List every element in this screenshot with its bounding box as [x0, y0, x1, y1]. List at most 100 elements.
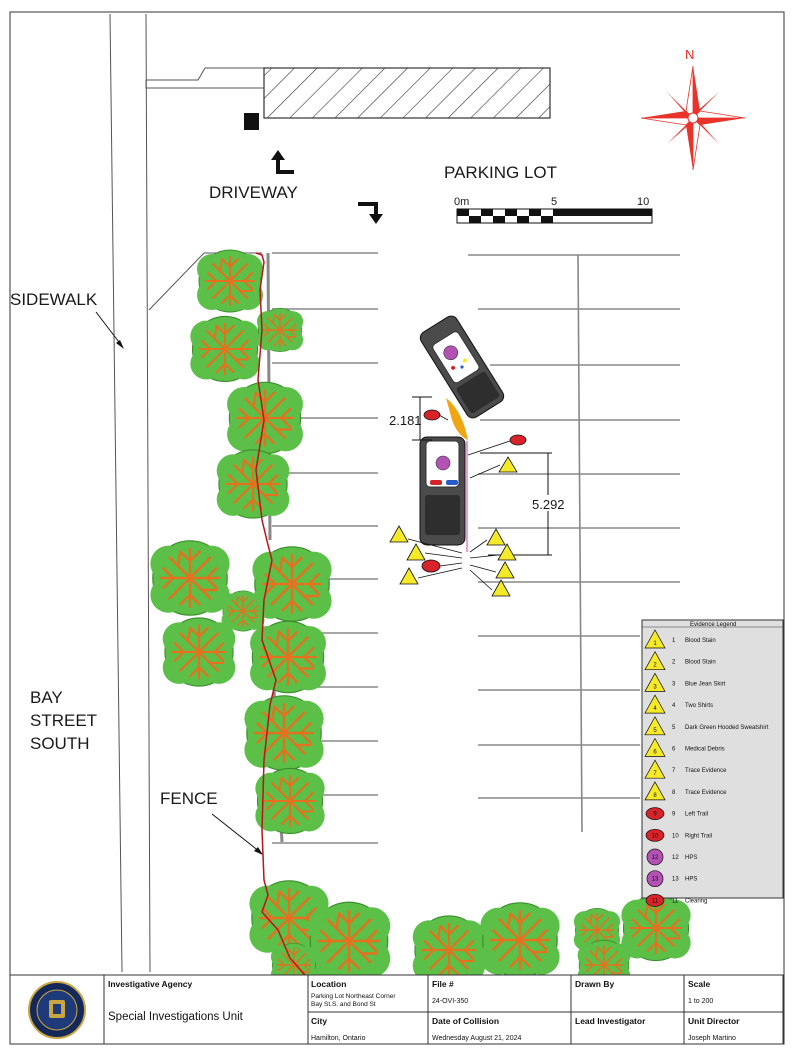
measurement-car-to-marker: 5.292: [480, 452, 570, 556]
legend-marker-label: 5: [653, 728, 657, 734]
building: [145, 67, 551, 130]
legend-marker-label: 9: [653, 812, 657, 818]
agency-title: Investigative Agency: [108, 979, 193, 989]
legend-item-label: HPS: [685, 855, 697, 861]
hatched-structure: [263, 67, 551, 119]
legend-item-number: 8: [672, 790, 676, 796]
date-title: Date of Collision: [432, 1016, 499, 1026]
legend-marker-12: [646, 848, 664, 866]
file-value: 24-OVI-350: [432, 998, 468, 1005]
legend-item-label: Right Trail: [685, 833, 712, 839]
vehicle-upper: [419, 315, 505, 419]
scene-marker-1: [486, 528, 506, 546]
fence-line: [255, 252, 321, 986]
legend-item-number: 7: [672, 768, 676, 774]
legend-item-number: 6: [672, 747, 676, 753]
orange-stain: [446, 398, 468, 440]
measurement-car-gap: 2.181: [389, 396, 432, 441]
legend-title: Evidence Legend: [690, 622, 736, 628]
scene-marker-9: [423, 409, 441, 421]
scale-value: 1 to 200: [688, 998, 713, 1005]
legend-marker-7: [644, 759, 666, 779]
agency-seal: [28, 981, 86, 1039]
legend-item-label: HPS: [685, 877, 697, 883]
legend-marker-label: 2: [653, 663, 657, 669]
legend-item-number: 1: [672, 638, 676, 644]
scale-tick-5: 5: [551, 196, 557, 208]
scale-bar: 0m 5 10: [454, 196, 653, 224]
north-compass: [640, 65, 746, 171]
unit-director-value: Joseph Martino: [688, 1035, 736, 1042]
legend-marker-label: 13: [652, 877, 659, 883]
scene-evidence-markers: [389, 409, 527, 597]
legend-marker-9: [645, 807, 665, 820]
street-label-line3: SOUTH: [30, 734, 90, 753]
legend-item-label: Trace Evidence: [685, 790, 727, 796]
location-line1: Parking Lot Northeast Corner: [311, 993, 396, 1000]
legend-item-number: 12: [672, 855, 679, 861]
scale-tick-0: 0m: [454, 196, 469, 208]
legend-item: 12 12 HPS: [646, 848, 697, 866]
legend-item-label: Trace Evidence: [685, 768, 727, 774]
scene-marker-4: [495, 561, 515, 579]
city-title: City: [311, 1016, 327, 1026]
legend-marker-5: [644, 716, 666, 736]
legend-item-number: 11: [672, 898, 679, 904]
title-block: Investigative Agency Special Investigati…: [9, 974, 784, 1045]
scene-marker-8: [389, 525, 409, 543]
driveway-arrow-enter: [358, 202, 383, 224]
scale-title: Scale: [688, 979, 710, 989]
file-title: File #: [432, 979, 454, 989]
legend-marker-10: [645, 828, 665, 842]
drawn-by-title: Drawn By: [575, 979, 614, 989]
driveway-arrow-exit: [271, 150, 294, 174]
legend-item-number: 10: [672, 833, 679, 839]
scene-marker-3: [497, 543, 517, 561]
legend-marker-6: [644, 737, 666, 757]
legend-item: 6 6 Medical Debris: [644, 737, 725, 757]
measurement-car-gap-value: 2.181: [389, 413, 422, 428]
scene-marker-7: [498, 456, 518, 473]
sidewalk-leader: [95, 311, 123, 347]
fence-leader-arrowhead: [254, 847, 263, 855]
legend-item-number: 13: [672, 877, 679, 883]
legend-item-number: 5: [672, 725, 676, 731]
date-value: Wednesday August 21, 2024: [432, 1035, 521, 1042]
legend-marker-label: 4: [653, 706, 657, 712]
evidence-leaders: [407, 414, 511, 591]
legend-marker-label: 3: [653, 684, 657, 690]
legend-marker-label: 10: [652, 833, 659, 839]
legend-marker-3: [644, 672, 666, 692]
north-label: N: [685, 47, 694, 62]
lead-investigator-title: Lead Investigator: [575, 1016, 646, 1026]
legend-item-label: Medical Debris: [685, 747, 725, 753]
scene-marker-6: [399, 567, 419, 585]
parking-stall-lines: [272, 252, 680, 844]
legend-item: 5 5 Dark Green Hooded Sweatshirt: [644, 716, 769, 736]
legend-marker-label: 12: [652, 855, 659, 861]
legend-item-label: Blood Stain: [685, 638, 716, 644]
legend-marker-label: 11: [652, 898, 659, 904]
location-line2: Bay St.S. and Bond St: [311, 1001, 376, 1008]
legend-marker-4: [644, 694, 666, 714]
legend-item-label: Dark Green Hooded Sweatshirt: [685, 725, 769, 731]
legend-marker-label: 6: [653, 750, 657, 756]
scene-marker-11: [421, 559, 441, 573]
unit-director-title: Unit Director: [688, 1016, 740, 1026]
legend-item-number: 2: [672, 660, 676, 666]
legend-marker-label: 1: [653, 641, 657, 647]
legend-marker-13: [646, 870, 664, 888]
legend-marker-11: [645, 894, 665, 907]
fence-label: FENCE: [160, 789, 218, 808]
legend-item: 13 13 HPS: [646, 870, 697, 888]
sidewalk-leader-arrowhead: [116, 340, 124, 349]
